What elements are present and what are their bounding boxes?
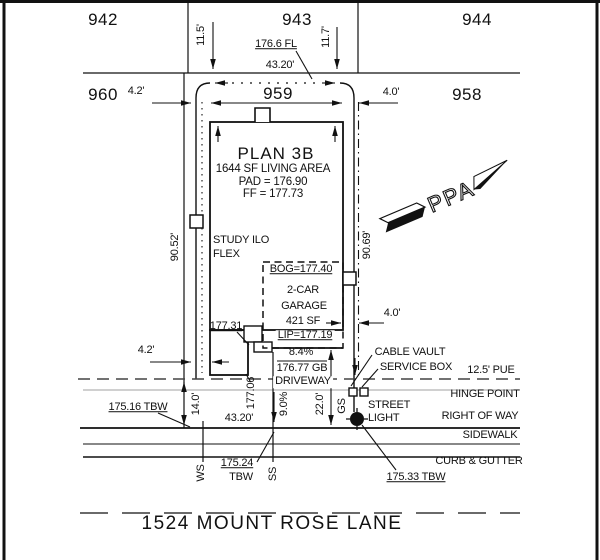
dim-4-2-top: 4.2' [127,85,145,98]
dimension-arrows [150,22,398,425]
pad-elevation: PAD = 176.90 [238,175,308,188]
street-light-label-2: LIGHT [368,412,400,425]
pue-label: 12.5' PUE [467,364,515,377]
lot-lines [83,2,520,428]
property-line-left [195,82,211,379]
elevation-177-06: 177.06 [245,376,258,410]
tbw-175-16: 175.16 TBW [108,401,168,414]
curb-gutter-label: CURB & GUTTER [435,455,523,468]
gas-service-label: GS [336,398,349,414]
north-arrow-text: PPA [424,176,478,218]
bog-elevation: BOG=177.40 [267,263,335,276]
living-area: 1644 SF LIVING AREA [215,162,331,175]
right-of-way-label: RIGHT OF WAY [441,410,519,423]
lot-number-959: 959 [263,84,293,104]
house-outline [209,121,344,331]
plan-name: PLAN 3B [237,144,315,164]
dim-11-7: 11.7' [320,26,333,48]
porch-outline [209,329,249,376]
dim-14-0: 14.0' [190,392,203,416]
dim-22-0: 22.0' [314,392,327,416]
garage-dashed-outline [262,261,344,349]
sewer-service-label: SS [267,466,280,482]
grade-break-elevation: 176.77 GB [276,362,328,375]
driveway-slope-8-4: 8.4% [288,346,314,359]
dim-90-69: 90.69' [361,230,374,260]
driveway-slope-9-0: 9.0% [278,391,291,417]
lot-number-942: 942 [88,10,118,30]
tbw-175-33: 175.33 TBW [386,471,446,484]
lip-elevation: LIP=177.19 [275,329,335,342]
dim-4-2-bottom: 4.2' [137,344,155,357]
step-elevation-177-31: 177.31 [209,320,243,333]
leader-lines [157,50,397,471]
hinge-point-label: HINGE POINT [450,388,520,401]
cable-vault-box [348,387,358,397]
utility-box-right [342,271,357,286]
lot-number-944: 944 [462,10,492,30]
dim-90-52: 90.52' [169,232,182,262]
dim-4-0-mid: 4.0' [383,307,401,320]
north-arrow: PPA [378,159,508,233]
house-entry-bump [254,107,271,122]
dim-43-20-bottom: 43.20' [224,412,254,425]
garage-label-2: GARAGE [281,300,327,313]
flex-label: FLEX [213,248,240,261]
property-line-right [339,82,355,412]
utility-box-left [189,214,204,229]
service-box-box [359,387,369,397]
study-ilo-label: STUDY ILO [213,234,270,247]
tbw-175-24-value: 175.24 [220,457,254,470]
tbw-175-24-suffix: TBW [229,471,253,484]
street-light-symbol [346,408,368,430]
service-box-label: SERVICE BOX [379,361,453,374]
garage-label-1: 2-CAR [286,284,320,297]
street-name: 1524 MOUNT ROSE LANE [141,513,403,535]
lot-number-958: 958 [452,85,482,105]
lot-number-960: 960 [88,85,118,105]
sidewalk-label: SIDEWALK [462,429,518,442]
lot-number-943: 943 [282,10,312,30]
dim-11-5: 11.5' [195,24,208,46]
water-service-label: WS [195,464,208,482]
garage-area: 421 SF [285,315,321,328]
entry-step-1 [243,325,263,343]
dim-43-20-top: 43.20' [265,59,295,72]
ff-elevation: FF = 177.73 [242,187,304,200]
dim-4-0-top: 4.0' [382,86,400,99]
flow-line-elevation: 176.6 FL [255,38,297,51]
street-light-label-1: STREET [368,399,411,412]
driveway-label: DRIVEWAY [273,375,333,388]
cable-vault-label: CABLE VAULT [374,346,446,359]
